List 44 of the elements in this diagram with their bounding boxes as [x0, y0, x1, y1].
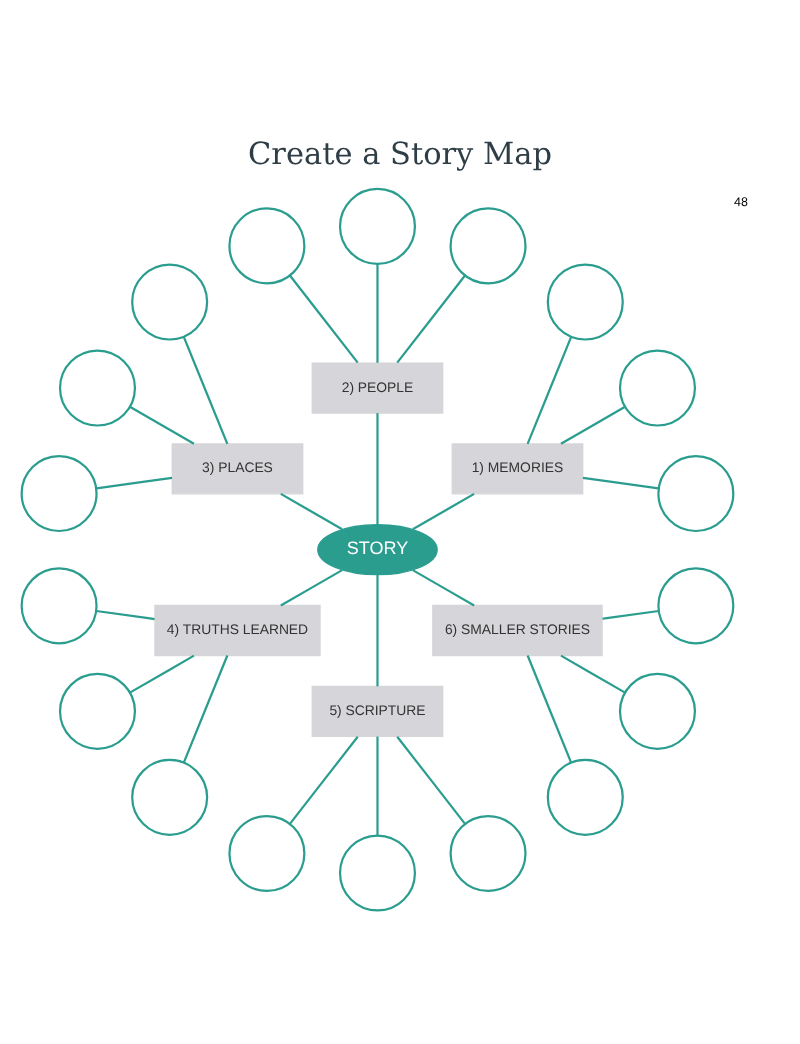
node-circle — [338, 187, 417, 265]
connector — [289, 274, 359, 364]
node-circle — [131, 263, 209, 341]
diagram-title: Create a Story Map — [247, 135, 552, 172]
connector — [289, 736, 359, 825]
connector — [129, 406, 195, 445]
connector — [560, 654, 626, 694]
connector — [280, 569, 343, 607]
node-circle — [449, 207, 527, 285]
node-circle — [657, 455, 735, 533]
connector — [182, 655, 229, 763]
node-circle — [20, 455, 98, 533]
node-circle — [618, 672, 697, 750]
node-circle — [546, 758, 624, 836]
connector — [412, 569, 475, 607]
connector — [396, 274, 466, 364]
connector — [526, 336, 573, 445]
node-circle — [58, 349, 137, 427]
connector — [96, 476, 173, 490]
node-circle — [657, 567, 735, 645]
connector — [376, 574, 379, 687]
connector — [526, 655, 573, 763]
connector — [602, 609, 659, 620]
node-circle — [449, 814, 527, 893]
node-circle — [618, 349, 697, 427]
connector — [376, 264, 379, 363]
connector — [96, 609, 155, 621]
node-circle — [338, 834, 417, 912]
node-circle — [546, 263, 624, 341]
connector — [129, 654, 195, 694]
connector — [182, 336, 229, 445]
node-circle — [58, 672, 137, 750]
node-circle — [131, 758, 209, 836]
connector — [280, 492, 343, 531]
node-circle — [228, 207, 306, 285]
connector — [582, 476, 659, 490]
connector — [376, 413, 379, 525]
node-circle — [228, 814, 306, 893]
connector — [376, 736, 379, 836]
node-circle — [20, 567, 98, 645]
connector — [560, 406, 626, 445]
node-ellipse: STORY — [317, 524, 438, 576]
connector — [396, 736, 466, 825]
connector — [412, 492, 475, 531]
